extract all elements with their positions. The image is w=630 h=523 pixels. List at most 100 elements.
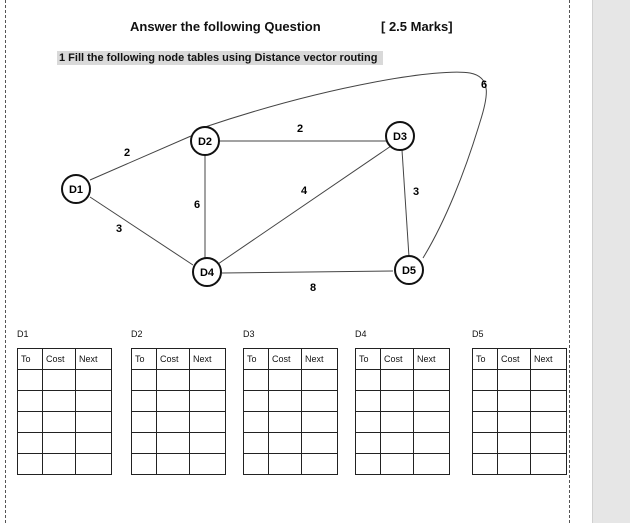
table-block-d2: D2 To Cost Next: [131, 328, 226, 475]
header-next: Next: [413, 348, 450, 370]
cell: [497, 432, 531, 454]
table-label: D5: [472, 329, 484, 339]
question-instruction: 1 Fill the following node tables using D…: [57, 51, 384, 65]
cell: [189, 390, 226, 412]
cell: [75, 432, 112, 454]
table-block-d1: D1 To Cost Next: [17, 328, 112, 475]
node-d3: D3: [385, 121, 415, 151]
cell: [268, 432, 302, 454]
cell: [530, 369, 567, 391]
network-graph: D1 D2 D3 D4 D5 2 3 2 6 6 4 3 8: [61, 71, 487, 294]
cell: [75, 369, 112, 391]
node-d1: D1: [61, 174, 91, 204]
routing-table-d3: To Cost Next: [243, 348, 338, 475]
cell: [189, 453, 226, 475]
table-block-d3: D3 To Cost Next: [243, 328, 338, 475]
cell: [472, 369, 498, 391]
routing-table-d2: To Cost Next: [131, 348, 226, 475]
cell: [380, 453, 414, 475]
table-label: D2: [131, 329, 143, 339]
cell: [380, 390, 414, 412]
header-next: Next: [301, 348, 338, 370]
cell: [42, 411, 76, 433]
editor-gutter: [592, 0, 630, 523]
table-row: [131, 453, 226, 475]
cell: [42, 390, 76, 412]
edge-d4-d5: [221, 270, 394, 274]
cell: [156, 432, 190, 454]
cell: [42, 432, 76, 454]
header-to: To: [355, 348, 381, 370]
table-block-d5: D5 To Cost Next: [472, 328, 567, 475]
table-row: [131, 432, 226, 454]
cell: [301, 432, 338, 454]
table-label: D1: [17, 329, 29, 339]
cell: [380, 432, 414, 454]
cell: [497, 411, 531, 433]
cell: [17, 432, 43, 454]
cell: [472, 432, 498, 454]
node-d2: D2: [190, 126, 220, 156]
edge-weight-d4-d3: 4: [301, 185, 308, 197]
cell: [268, 390, 302, 412]
cell: [472, 390, 498, 412]
edge-weight-d4-d5: 8: [310, 282, 316, 294]
cell: [472, 411, 498, 433]
edge-d1-d4: [89, 196, 194, 266]
cell: [42, 453, 76, 475]
table-header-row: To Cost Next: [472, 348, 567, 370]
cell: [355, 369, 381, 391]
edge-weight-d2-d4: 6: [194, 199, 200, 211]
node-label: D4: [200, 267, 215, 279]
table-row: [472, 411, 567, 433]
cell: [413, 369, 450, 391]
page-margin-left: [5, 0, 6, 523]
cell: [17, 453, 43, 475]
header-next: Next: [75, 348, 112, 370]
cell: [413, 432, 450, 454]
edge-weight-d1-d2: 2: [124, 147, 130, 159]
header-to: To: [131, 348, 157, 370]
cell: [355, 411, 381, 433]
cell: [189, 432, 226, 454]
header-cost: Cost: [156, 348, 190, 370]
cell: [355, 390, 381, 412]
header-next: Next: [530, 348, 567, 370]
table-row: [355, 369, 450, 391]
node-d4: D4: [192, 257, 222, 287]
cell: [268, 411, 302, 433]
cell: [530, 411, 567, 433]
table-row: [17, 369, 112, 391]
table-header-row: To Cost Next: [17, 348, 112, 370]
header-cost: Cost: [42, 348, 76, 370]
header-cost: Cost: [380, 348, 414, 370]
table-row: [355, 390, 450, 412]
cell: [243, 390, 269, 412]
header-to: To: [243, 348, 269, 370]
cell: [301, 369, 338, 391]
cell: [497, 390, 531, 412]
cell: [17, 390, 43, 412]
cell: [355, 432, 381, 454]
node-label: D2: [198, 136, 212, 148]
edge-weight-d2-d5: 6: [481, 79, 487, 91]
table-row: [243, 390, 338, 412]
cell: [131, 411, 157, 433]
question-marks: [ 2.5 Marks]: [381, 19, 453, 34]
table-row: [355, 453, 450, 475]
cell: [131, 390, 157, 412]
cell: [413, 390, 450, 412]
cell: [243, 369, 269, 391]
routing-table-d4: To Cost Next: [355, 348, 450, 475]
table-row: [243, 432, 338, 454]
cell: [413, 411, 450, 433]
table-row: [131, 390, 226, 412]
table-row: [243, 369, 338, 391]
header-next: Next: [189, 348, 226, 370]
cell: [75, 453, 112, 475]
table-row: [243, 453, 338, 475]
cell: [131, 369, 157, 391]
table-row: [472, 390, 567, 412]
cell: [17, 411, 43, 433]
cell: [42, 369, 76, 391]
